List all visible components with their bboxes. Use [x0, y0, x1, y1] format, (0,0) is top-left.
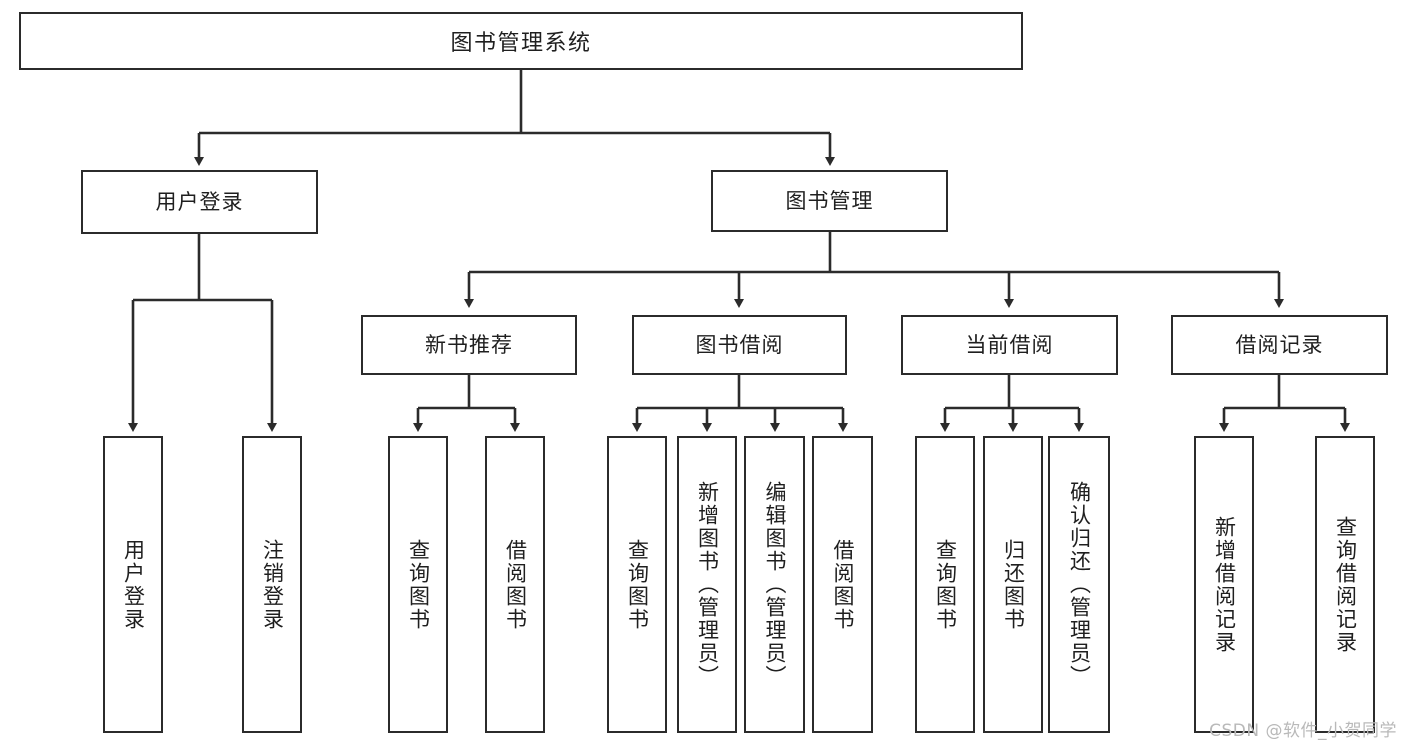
node-leaf-add-record[interactable]: 新增借阅记录 [1194, 436, 1254, 733]
node-leaf-return-book[interactable]: 归还图书 [983, 436, 1043, 733]
node-leaf-borrow-book-1-label: 借阅图书 [503, 538, 528, 631]
node-borrow-record-label: 借阅记录 [1235, 332, 1324, 357]
node-leaf-user-login-label: 用户登录 [121, 538, 146, 631]
node-leaf-confirm-return-label: 确认归还（管理员） [1067, 481, 1092, 688]
node-book-borrow-label: 图书借阅 [695, 332, 784, 357]
node-leaf-logout-login[interactable]: 注销登录 [242, 436, 302, 733]
node-leaf-query-book-1-label: 查询图书 [406, 538, 431, 631]
node-root-label: 图书管理系统 [450, 31, 592, 56]
node-leaf-query-book-1[interactable]: 查询图书 [388, 436, 448, 733]
node-leaf-query-book-3-label: 查询图书 [933, 538, 958, 631]
node-book-manage[interactable]: 图书管理 [711, 170, 948, 232]
node-new-book-recommend[interactable]: 新书推荐 [361, 315, 577, 375]
node-leaf-return-book-label: 归还图书 [1001, 538, 1026, 631]
node-book-manage-label: 图书管理 [785, 188, 874, 213]
node-leaf-user-login[interactable]: 用户登录 [103, 436, 163, 733]
node-user-login[interactable]: 用户登录 [81, 170, 318, 234]
node-leaf-query-record-label: 查询借阅记录 [1333, 515, 1358, 654]
node-leaf-confirm-return[interactable]: 确认归还（管理员） [1048, 436, 1110, 733]
node-leaf-edit-book[interactable]: 编辑图书（管理员） [744, 436, 805, 733]
node-borrow-record[interactable]: 借阅记录 [1171, 315, 1388, 375]
node-root[interactable]: 图书管理系统 [19, 12, 1023, 70]
node-leaf-borrow-book-1[interactable]: 借阅图书 [485, 436, 545, 733]
node-leaf-query-book-3[interactable]: 查询图书 [915, 436, 975, 733]
node-leaf-borrow-book-2-label: 借阅图书 [831, 538, 855, 631]
node-leaf-add-record-label: 新增借阅记录 [1212, 515, 1237, 654]
node-current-borrow-label: 当前借阅 [965, 332, 1054, 357]
node-leaf-logout-login-label: 注销登录 [260, 538, 285, 631]
node-leaf-query-book-2[interactable]: 查询图书 [607, 436, 667, 733]
node-current-borrow[interactable]: 当前借阅 [901, 315, 1118, 375]
node-leaf-add-book-label: 新增图书（管理员） [695, 481, 720, 688]
node-leaf-add-book[interactable]: 新增图书（管理员） [677, 436, 737, 733]
node-leaf-edit-book-label: 编辑图书（管理员） [763, 481, 787, 688]
node-user-login-label: 用户登录 [155, 189, 244, 214]
node-book-borrow[interactable]: 图书借阅 [632, 315, 847, 375]
node-leaf-borrow-book-2[interactable]: 借阅图书 [812, 436, 873, 733]
node-leaf-query-record[interactable]: 查询借阅记录 [1315, 436, 1375, 733]
node-leaf-query-book-2-label: 查询图书 [625, 538, 650, 631]
node-new-book-recommend-label: 新书推荐 [425, 332, 513, 357]
